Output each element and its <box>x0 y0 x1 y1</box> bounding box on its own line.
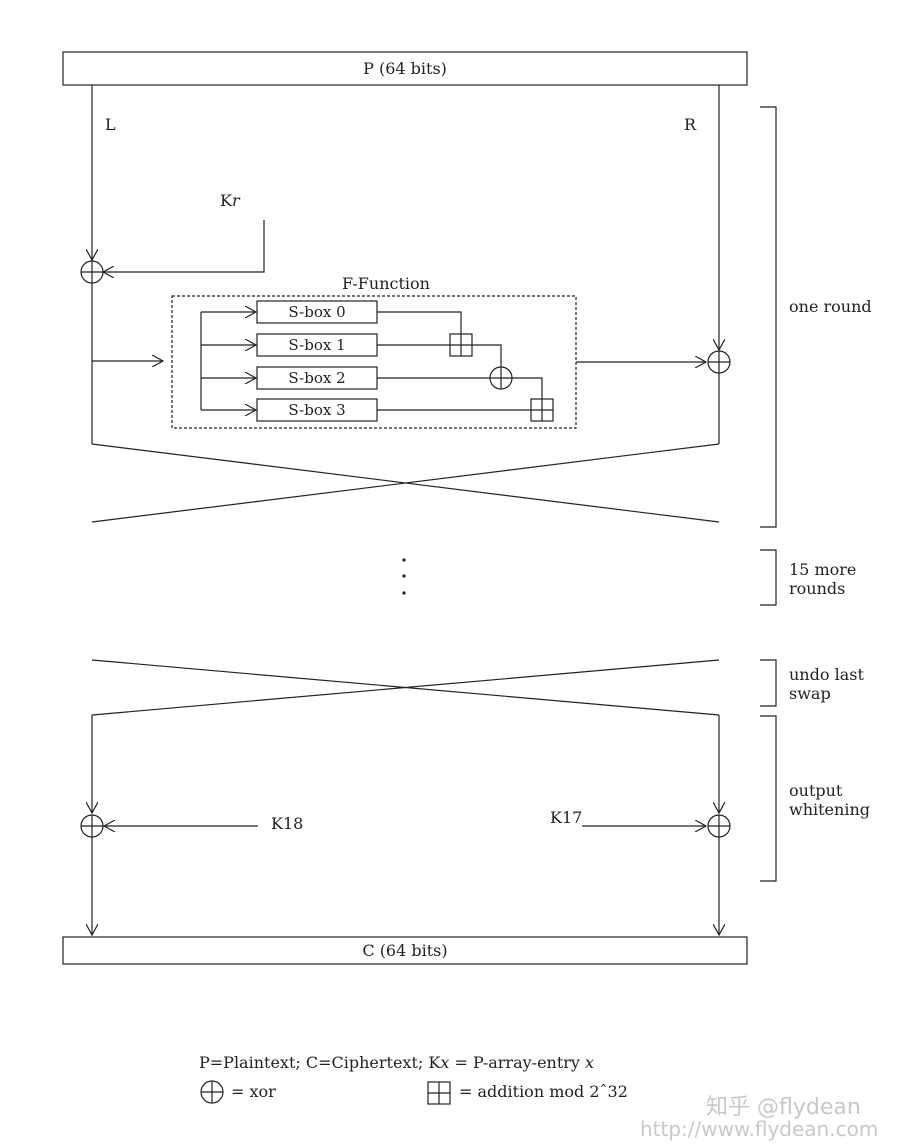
plaintext-label: P (64 bits) <box>363 59 447 78</box>
watermark-line-1: 知乎 @flydean <box>706 1095 861 1120</box>
legend-add-icon <box>427 1081 451 1105</box>
more-rounds-dots <box>402 558 406 595</box>
k18-label: K18 <box>271 814 303 833</box>
xor-right-icon <box>707 350 731 374</box>
add-1-icon <box>449 333 473 357</box>
xor-inner-icon <box>489 366 513 390</box>
bracket-undo-swap <box>760 659 777 707</box>
xor-inner-output <box>512 377 543 399</box>
plaintext-box <box>62 51 748 86</box>
bracket-more-rounds <box>760 549 777 606</box>
whitening-label-1: output <box>789 781 843 800</box>
more-rounds-label-2: rounds <box>789 579 845 598</box>
round-key-label: Kr <box>220 191 241 210</box>
bracket-whitening <box>760 715 777 882</box>
f-function-box <box>171 295 577 429</box>
sbox-3-label: S-box 3 <box>288 401 345 419</box>
sbox-1-label: S-box 1 <box>288 336 345 354</box>
f-function-title: F-Function <box>342 274 430 293</box>
whitening-label-2: whitening <box>789 800 870 819</box>
legend-xor-text: = xor <box>231 1082 276 1101</box>
ciphertext-box <box>62 936 748 965</box>
undo-swap-label-2: swap <box>789 684 831 703</box>
sbox-2-label: S-box 2 <box>288 369 345 387</box>
k17-label: K17 <box>550 808 582 827</box>
sbox0-output <box>377 311 462 334</box>
undo-cross-b <box>91 659 720 716</box>
undo-swap-label-1: undo last <box>789 665 864 684</box>
watermark-line-2: http://www.flydean.com <box>640 1117 878 1141</box>
left-label: L <box>105 115 116 134</box>
ciphertext-label: C (64 bits) <box>362 941 447 960</box>
add-2-icon <box>530 398 554 422</box>
add1-output <box>472 344 502 367</box>
xor-left-icon <box>80 260 104 284</box>
legend-xor-icon <box>200 1080 224 1104</box>
bracket-one-round <box>760 106 777 528</box>
xor-k17-icon <box>707 814 731 838</box>
sbox-0-label: S-box 0 <box>288 303 345 321</box>
legend-line: P=Plaintext; C=Ciphertext; Kx = P-array-… <box>199 1053 594 1072</box>
right-label: R <box>684 115 697 134</box>
xor-k18-icon <box>80 814 104 838</box>
one-round-label: one round <box>789 297 872 316</box>
kr-line <box>103 220 265 272</box>
swap-cross-b <box>91 443 720 523</box>
more-rounds-label-1: 15 more <box>789 560 856 579</box>
legend-add-text: = addition mod 2ˆ32 <box>459 1082 628 1101</box>
